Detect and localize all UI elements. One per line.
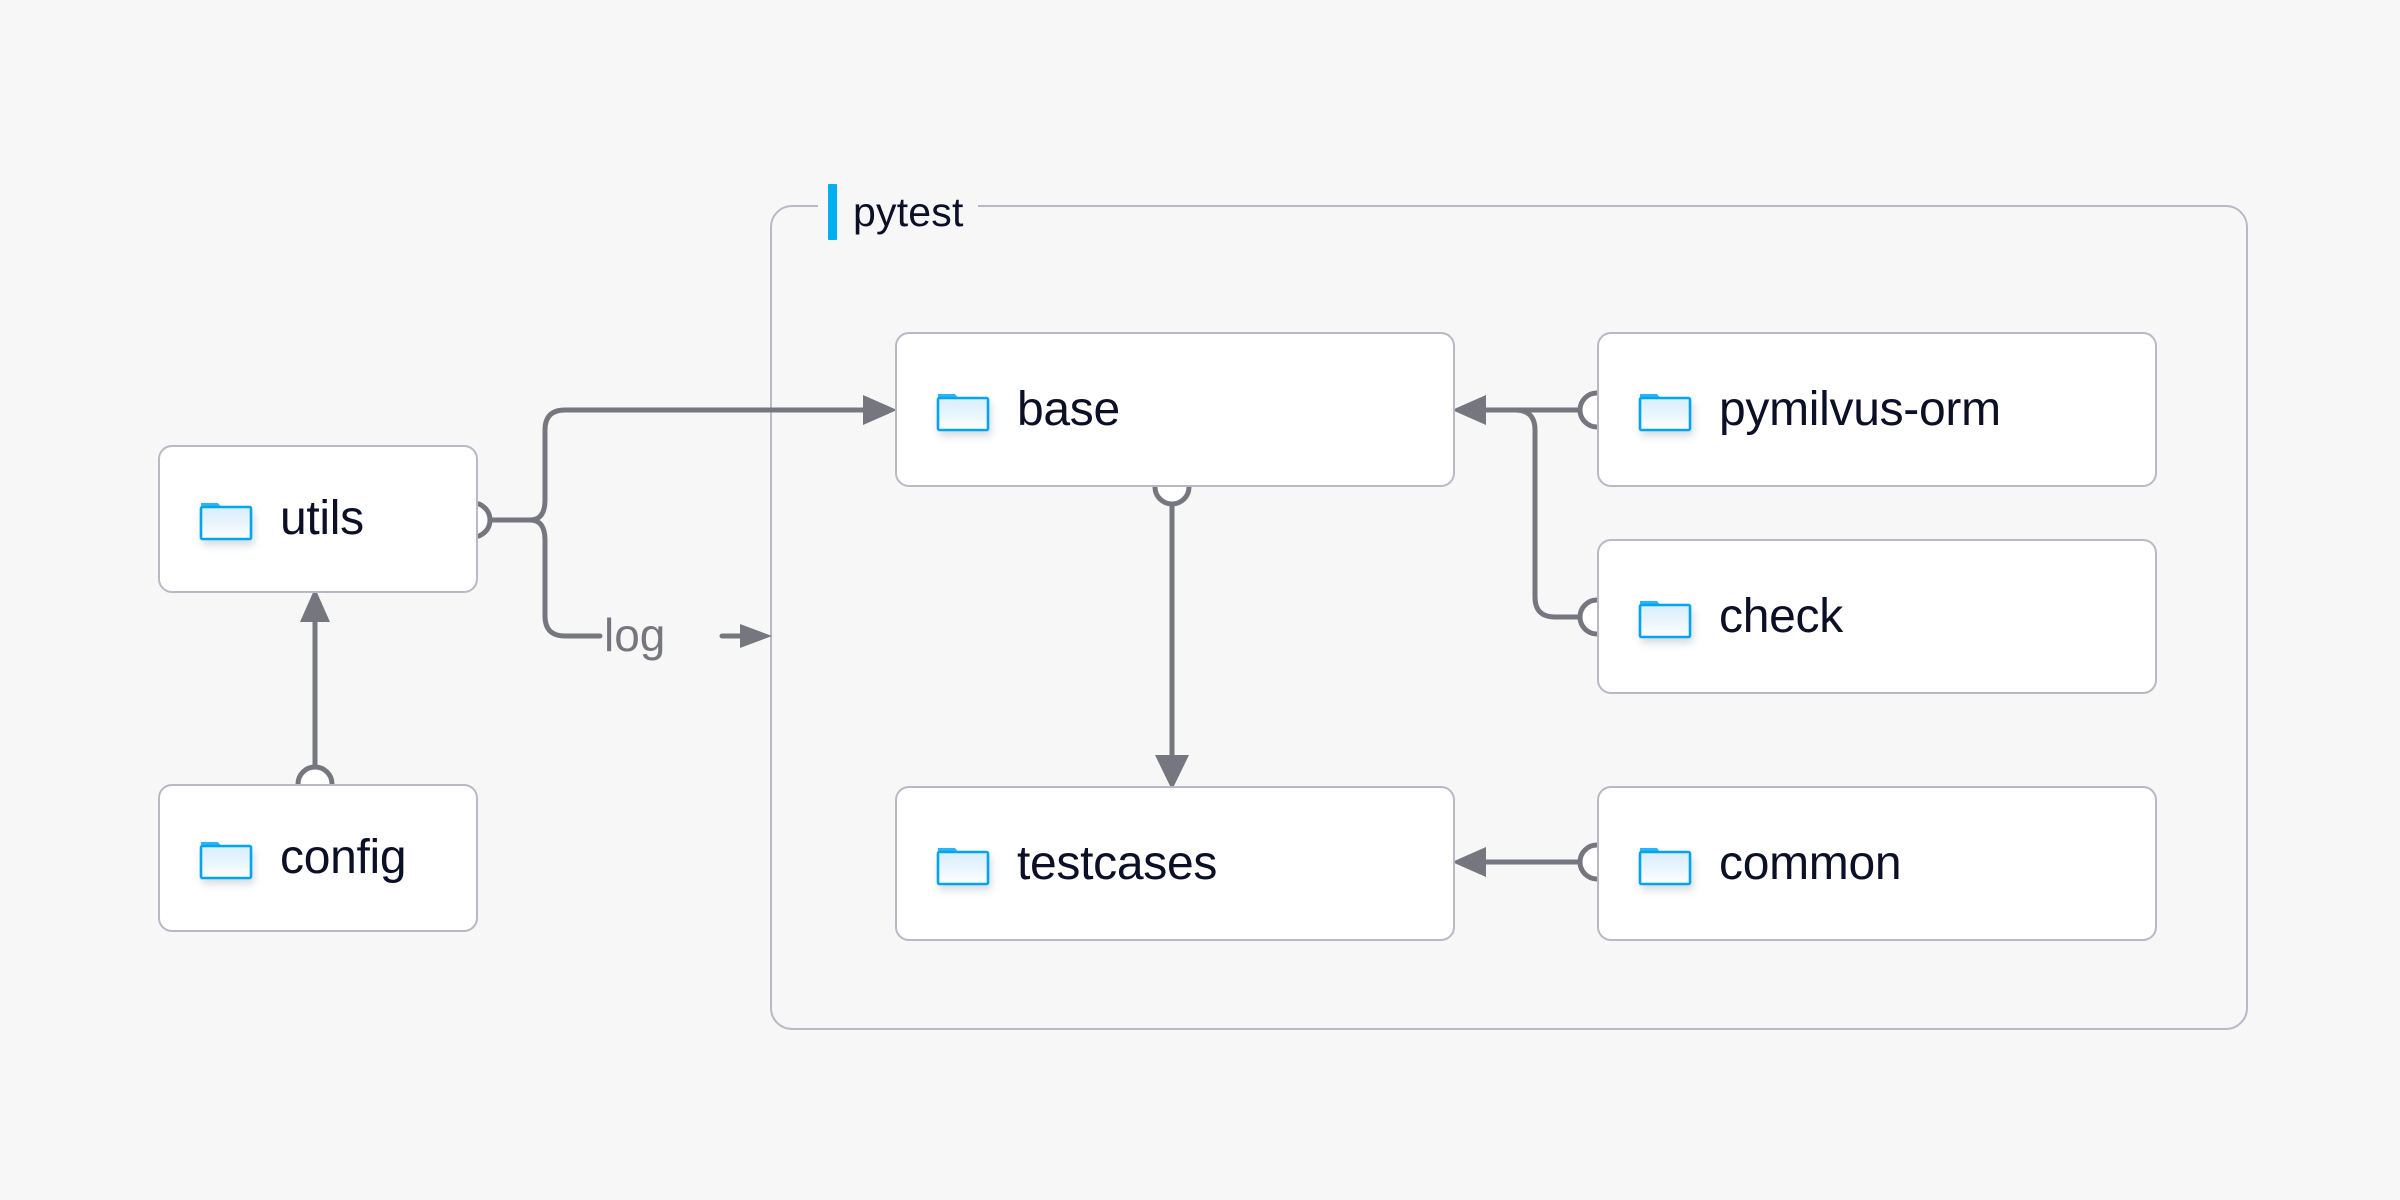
node-base[interactable]: base: [895, 332, 1455, 487]
folder-icon: [1638, 393, 1692, 431]
group-label-pytest[interactable]: pytest: [818, 184, 978, 240]
folder-icon: [1638, 600, 1692, 638]
node-label-testcases: testcases: [1017, 836, 1218, 890]
node-common[interactable]: common: [1597, 786, 2157, 941]
edge-label-log: log: [604, 609, 666, 661]
node-utils[interactable]: utils: [158, 445, 478, 593]
node-testcases[interactable]: testcases: [895, 786, 1455, 941]
folder-icon: [199, 503, 253, 541]
group-label-text: pytest: [853, 188, 964, 235]
node-label-config: config: [280, 831, 407, 884]
group-container-pytest[interactable]: [770, 205, 2248, 1030]
folder-icon: [936, 393, 990, 431]
folder-icon: [199, 842, 253, 880]
node-label-base: base: [1017, 382, 1120, 436]
folder-icon: [1638, 847, 1692, 885]
node-label-utils: utils: [280, 492, 364, 545]
node-label-check: check: [1719, 589, 1843, 643]
folder-icon: [936, 847, 990, 885]
node-check[interactable]: check: [1597, 539, 2157, 694]
node-label-common: common: [1719, 836, 1902, 890]
node-pymilvus-orm[interactable]: pymilvus-orm: [1597, 332, 2157, 487]
group-accent-bar: [828, 184, 837, 240]
edge-config-to-utils: [295, 588, 335, 804]
node-config[interactable]: config: [158, 784, 478, 932]
node-label-pymilvus-orm: pymilvus-orm: [1719, 382, 2001, 436]
